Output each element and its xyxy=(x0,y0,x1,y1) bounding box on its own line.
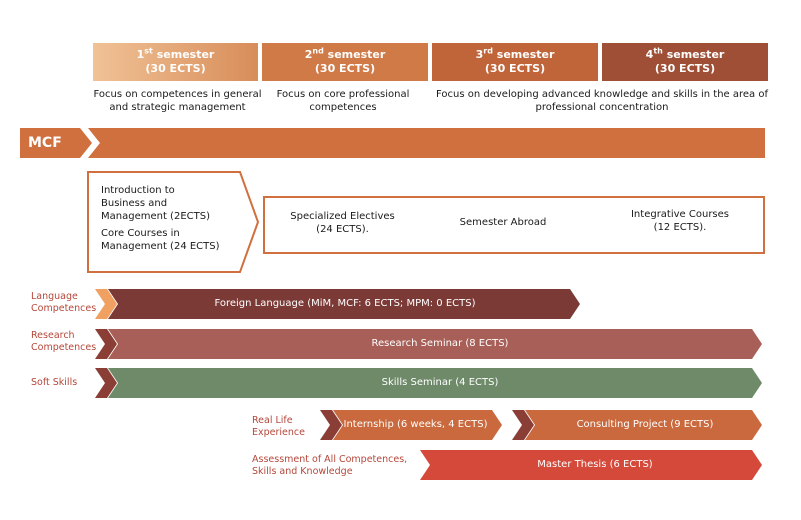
semester-4-header: 4th semester (30 ECTS) xyxy=(602,43,768,81)
consulting-bar xyxy=(525,410,762,440)
focus-semester-2: Focus on core professional competences xyxy=(276,89,410,113)
specialized-electives: Specialized Electives (24 ECTS). xyxy=(290,211,395,235)
semester-abroad: Semester Abroad xyxy=(459,217,547,228)
language-label: Language Competences xyxy=(31,291,97,314)
semester-2-header: 2nd semester (30 ECTS) xyxy=(262,43,428,81)
focus-semester-1: Focus on competences in general and stra… xyxy=(93,89,262,113)
semester-3-header: 3rd semester (30 ECTS) xyxy=(432,43,598,81)
soft-bar xyxy=(108,368,762,398)
thesis-bar xyxy=(420,450,762,480)
language-lead-chevron xyxy=(95,289,117,319)
program-label: MCF xyxy=(28,135,62,151)
internship-bar xyxy=(333,410,502,440)
assessment-label: Assessment of All Competences, Skills an… xyxy=(252,454,408,477)
language-bar xyxy=(108,289,580,319)
soft-bar-label: Skills Seminar (4 ECTS) xyxy=(381,377,499,388)
intro-box xyxy=(87,171,260,273)
language-bar-label: Foreign Language (MiM, MCF: 6 ECTS; MPM:… xyxy=(214,298,476,309)
consulting-bar-label: Consulting Project (9 ECTS) xyxy=(576,419,714,430)
research-bar xyxy=(108,329,762,359)
research-label: Research Competences xyxy=(31,330,97,353)
research-lead-chevron xyxy=(95,329,117,359)
thesis-bar-label: Master Thesis (6 ECTS) xyxy=(537,459,653,470)
semester-1-header: 1st semester (30 ECTS) xyxy=(93,43,258,81)
soft-lead-chevron xyxy=(95,368,117,398)
internship-lead-chevron xyxy=(320,410,342,440)
electives-box xyxy=(263,196,765,254)
research-bar-label: Research Seminar (8 ECTS) xyxy=(371,338,509,349)
real-life-label: Real Life Experience xyxy=(252,415,305,438)
consulting-lead-chevron xyxy=(512,410,534,440)
intro-text: Introduction to Business and Management … xyxy=(101,185,220,252)
mcf-chevron-notch xyxy=(80,128,100,158)
mcf-banner xyxy=(20,128,765,158)
integrative-courses: Integrative Courses (12 ECTS). xyxy=(630,209,730,233)
focus-semester-3-4: Focus on developing advanced knowledge a… xyxy=(436,89,768,113)
soft-skills-label: Soft Skills xyxy=(31,377,78,388)
internship-bar-label: Internship (6 weeks, 4 ECTS) xyxy=(343,419,488,430)
